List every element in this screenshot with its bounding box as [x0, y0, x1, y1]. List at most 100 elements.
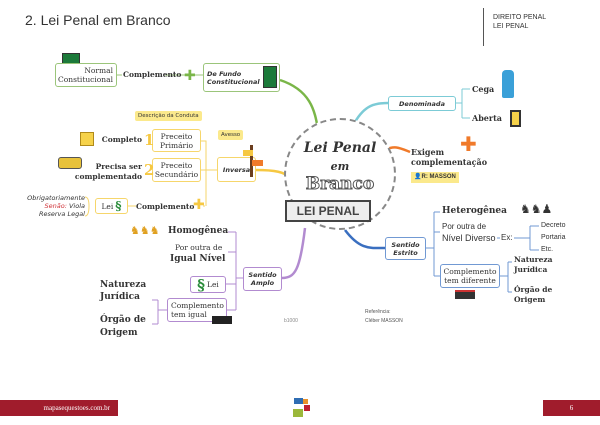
label: Sentido: [248, 271, 277, 279]
label: Primário: [159, 140, 194, 150]
example-decreto: Decreto: [541, 222, 566, 229]
label: Lei: [207, 280, 219, 289]
equal-icon: [212, 316, 232, 324]
sign-right: [252, 160, 263, 166]
homogenea-label: Homogênea: [168, 226, 229, 236]
node-lei-amplo[interactable]: §Lei: [190, 275, 226, 294]
number-2: 2: [144, 161, 155, 179]
label: tem diferente: [444, 276, 496, 285]
juridica-label: Jurídica: [100, 292, 140, 302]
label: Preceito: [160, 161, 193, 170]
juridica-label: Jurídica: [514, 265, 548, 274]
label: Estrito: [393, 248, 418, 257]
puzzle-icon: ✚: [460, 132, 477, 156]
label: Denominada: [399, 99, 445, 108]
aberta-label: Aberta: [472, 113, 502, 123]
user-icon: 👤: [414, 174, 422, 180]
label: Preceito: [160, 131, 193, 141]
label: R: MASSON: [421, 174, 456, 180]
logo-part: [304, 405, 310, 411]
not-equal-icon: [455, 290, 475, 299]
reference-author: Cléber MASSON: [365, 318, 403, 324]
label: Amplo: [250, 279, 275, 287]
cube-pieces-icon: [58, 157, 82, 169]
ex-label: Ex:: [501, 233, 513, 242]
sign-left: [243, 150, 253, 156]
example-portaria: Portaria: [541, 234, 566, 241]
reference-label: Referência:: [365, 309, 391, 315]
cube-icon: [80, 132, 94, 146]
label: Complemento: [171, 301, 224, 310]
label: Inversa: [222, 165, 251, 174]
flag-icon: [263, 66, 277, 88]
center-banner: LEI PENAL: [285, 200, 371, 222]
avesso-label: Avesso: [218, 130, 244, 140]
senao-label: Senão:: [44, 202, 67, 210]
label: Secundário: [154, 170, 199, 179]
label: Constitucional: [207, 77, 260, 86]
label: De Fundo: [207, 69, 242, 78]
example-etc: Etc.: [541, 246, 554, 253]
header-divider: [483, 8, 484, 46]
orgao-label: Órgão de: [100, 315, 146, 325]
senao-line: Senão: Viola: [15, 202, 85, 210]
code-label: b1000: [284, 318, 298, 324]
logo-part: [303, 399, 308, 404]
por-outra-label: Por outra de: [175, 243, 223, 252]
page-title: 2. Lei Penal em Branco: [25, 12, 171, 28]
door-icon: [510, 110, 521, 127]
complementacao-label: complementação: [411, 157, 488, 167]
signpost-icon: [250, 145, 253, 177]
nivel-diverso-label: Nível Diverso: [442, 233, 496, 243]
cega-label: Cega: [472, 84, 495, 94]
center-title-3: Branco: [305, 174, 375, 195]
header-topic: LEI PENAL: [493, 23, 529, 30]
header-subject: DIREITO PENAL: [493, 14, 547, 21]
label: Sentido: [391, 240, 420, 249]
node-denominada[interactable]: Denominada: [388, 96, 456, 111]
reserva-label: Reserva Legal: [38, 210, 85, 218]
logo-icon: [294, 398, 303, 404]
logo-part: [293, 409, 303, 417]
precisa-label-1: Precisa ser: [95, 162, 142, 171]
animals-icon: ♞♞♟: [520, 202, 553, 216]
node-inversa[interactable]: Inversa: [217, 157, 256, 182]
number-1: 1: [144, 131, 155, 149]
label: Lei: [101, 201, 114, 211]
label: tem igual: [171, 310, 207, 319]
reference-badge: 👤R: MASSON: [411, 172, 459, 183]
section-icon: §: [197, 275, 206, 294]
precisa-label-2: complementado: [74, 172, 142, 181]
completo-label: Completo: [101, 135, 142, 144]
footer-site-link[interactable]: mapasequestoes.com.br: [0, 400, 118, 416]
natureza-label: Natureza: [514, 255, 553, 264]
obrigatoriamente-label: Obrigatoriamente: [27, 194, 85, 202]
node-lei[interactable]: Lei§: [95, 198, 128, 214]
puzzle-icon: ✚: [193, 197, 205, 213]
por-outra-label: Por outra de: [442, 222, 487, 231]
igual-nivel-label: Igual Nível: [170, 254, 226, 264]
viola-label: Viola: [68, 202, 85, 210]
section-icon: §: [115, 199, 122, 213]
origem-label: Origem: [514, 295, 546, 304]
complemento-label: Complemento: [123, 70, 182, 79]
center-title-2: em: [330, 160, 350, 173]
puzzle-icon: ✚: [184, 68, 196, 84]
label: Constitucional: [57, 75, 113, 84]
descricao-label: Descrição da Conduta: [135, 111, 202, 121]
orgao-label: Órgão de: [514, 285, 553, 294]
origem-label: Origem: [100, 328, 138, 338]
label: Complemento: [443, 267, 497, 276]
blind-man-icon: [502, 70, 514, 98]
natureza-label: Natureza: [100, 280, 147, 290]
ducks-icon: ♞♞♞: [130, 224, 160, 237]
complemento-label: Complemento: [136, 202, 195, 211]
heterogenea-label: Heterogênea: [442, 206, 507, 216]
